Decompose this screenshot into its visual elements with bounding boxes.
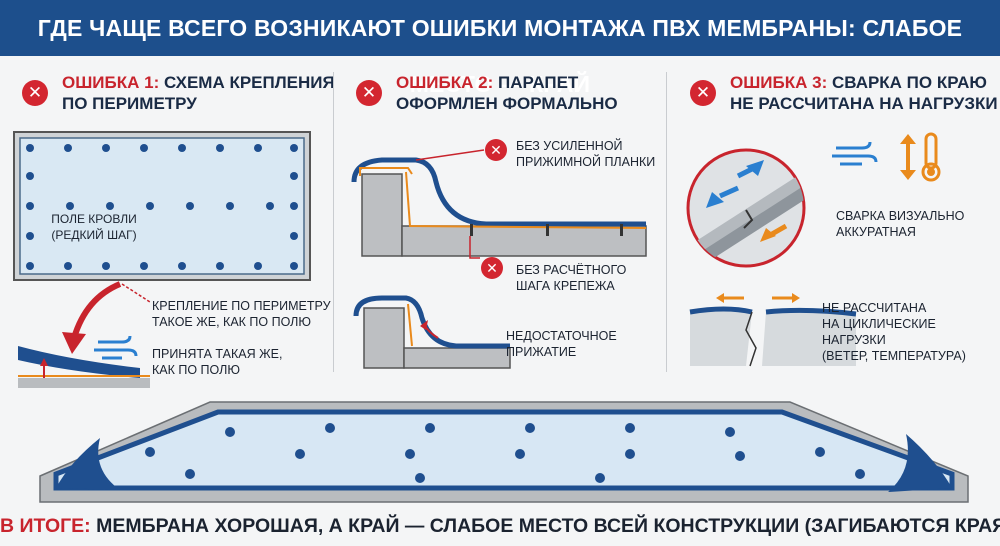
error-1-title-line1: СХЕМА КРЕПЛЕНИЯ (163, 73, 335, 92)
error-1-title: ОШИБКА 1: СХЕМА КРЕПЛЕНИЯ ПО ПЕРИМЕТРУ (62, 72, 335, 114)
fastener-dot (290, 144, 298, 152)
fastener-dot (146, 202, 154, 210)
fastener-dot (515, 449, 525, 459)
error-3-label: ОШИБКА 3: (730, 73, 828, 92)
roof-field-label: ПОЛЕ КРОВЛИ(РЕДКИЙ ШАГ) (51, 212, 137, 242)
fastener-dot (185, 469, 195, 479)
fastener-dot (64, 144, 72, 152)
fastener-dot (26, 144, 34, 152)
fastener-dot (625, 423, 635, 433)
roof-field-diagram (13, 131, 311, 388)
parapet-membrane-small (353, 295, 510, 349)
fastener-dot (405, 449, 415, 459)
fastener-dot (140, 144, 148, 152)
error-3-icon: ✕ (690, 80, 716, 106)
fastener-dot (735, 451, 745, 461)
weld-diagram (686, 132, 941, 367)
fastener-dot (226, 202, 234, 210)
base-layer (18, 378, 150, 388)
summary-prefix: В ИТОГЕ: (0, 515, 91, 537)
fastener-dot (525, 423, 535, 433)
error-2-title: ОШИБКА 2: ПАРАПЕТ ОФОРМЛЕН ФОРМАЛЬНО (396, 72, 618, 114)
parapet-diagram: ✕ ✕ (351, 139, 647, 369)
error-1-icon: ✕ (22, 80, 48, 106)
fastener-dot (145, 447, 155, 457)
fastener-dot (64, 262, 72, 270)
fastener-dot (140, 262, 148, 270)
divider-2 (666, 72, 667, 372)
summary-text: МЕМБРАНА ХОРОШАЯ, А КРАЙ — СЛАБОЕ МЕСТО … (96, 515, 1000, 537)
fastener-dot (216, 144, 224, 152)
error-2-title-line2: ОФОРМЛЕН ФОРМАЛЬНО (396, 94, 618, 113)
fastener-dot (595, 473, 605, 483)
fastener-dot (254, 144, 262, 152)
fastener-dot (26, 172, 34, 180)
fastener-dot (290, 232, 298, 240)
left-curled-edge (56, 438, 120, 490)
error-2-title-line1: ПАРАПЕТ (497, 73, 579, 92)
fastener-dot (425, 423, 435, 433)
svg-text:✕: ✕ (486, 261, 498, 277)
red-arrow-head (62, 332, 86, 354)
error-1-note-same: ПРИНЯТА ТАКАЯ ЖЕ,КАК ПО ПОЛЮ (152, 347, 283, 377)
red-arrow-curve (71, 281, 122, 339)
fastener-dot (225, 427, 235, 437)
fastener-dot (178, 144, 186, 152)
fastener-dot (102, 144, 110, 152)
wind-icon (94, 335, 138, 360)
fastener-dot (290, 172, 298, 180)
fastener-dot (415, 473, 425, 483)
roof-field (19, 137, 305, 275)
error-1-label: ОШИБКА 1: (62, 73, 160, 92)
fastener-dot (66, 202, 74, 210)
error-3-title-line2: НЕ РАССЧИТАНА НА НАГРУЗКИ (730, 94, 998, 113)
page-title: ГДЕ ЧАЩЕ ВСЕГО ВОЗНИКАЮТ ОШИБКИ МОНТАЖА … (0, 0, 1000, 97)
fastener-dot (625, 449, 635, 459)
fastener-dot (290, 202, 298, 210)
parapet-membrane (351, 157, 646, 227)
fastener-dots (26, 144, 298, 270)
summary-line: В ИТОГЕ: МЕМБРАНА ХОРОШАЯ, А КРАЙ — СЛАБ… (0, 506, 1000, 546)
roof-slab (401, 225, 647, 257)
fastener-dot (855, 469, 865, 479)
roof-overview (39, 401, 969, 503)
fastener-dot (102, 262, 110, 270)
fastener-dot (725, 427, 735, 437)
wind-icon (832, 141, 878, 166)
fastener-dot (325, 423, 335, 433)
fastener-dot (26, 202, 34, 210)
fastener-dot (178, 262, 186, 270)
right-curled-edge (888, 434, 952, 492)
fastener-dot (254, 262, 262, 270)
error-3-title-line1: СВАРКА ПО КРАЮ (831, 73, 987, 92)
fastener-dot (290, 262, 298, 270)
fastener-dot (186, 202, 194, 210)
bent-membrane-edge (18, 346, 140, 378)
error-2-label: ОШИБКА 2: (396, 73, 494, 92)
fastener-dot (26, 262, 34, 270)
fastener-dot (815, 447, 825, 457)
error-1-title-line2: ПО ПЕРИМЕТРУ (62, 94, 197, 113)
fastener-dot (216, 262, 224, 270)
roof-fastener-dots (145, 423, 865, 483)
fastener-dot (26, 232, 34, 240)
parapet-wall (361, 173, 403, 257)
error-3-title: ОШИБКА 3: СВАРКА ПО КРАЮ НЕ РАССЧИТАНА Н… (730, 72, 998, 114)
error-2-icon: ✕ (356, 80, 382, 106)
screws (470, 224, 623, 236)
thermometer-icon (921, 132, 941, 182)
fastener-dot (295, 449, 305, 459)
svg-text:✕: ✕ (490, 143, 502, 159)
fastener-dot (106, 202, 114, 210)
divider-1 (333, 72, 334, 372)
fastener-dot (266, 202, 274, 210)
